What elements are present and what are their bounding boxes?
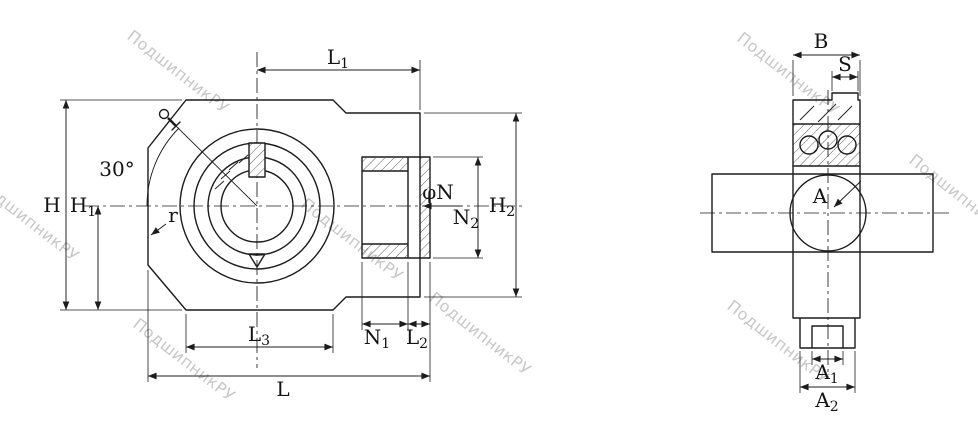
dim-label-S: S bbox=[838, 52, 852, 76]
side-view: B S A A1 A2 bbox=[700, 29, 950, 415]
dim-label-L: L bbox=[276, 377, 289, 401]
dim-label-angle: 30° bbox=[99, 157, 134, 181]
dim-label-A1: A1 bbox=[814, 360, 838, 387]
bearing-elements bbox=[789, 130, 867, 252]
section-hatching bbox=[214, 154, 249, 190]
watermark-text: ПодшипникРУ bbox=[298, 194, 407, 285]
side-view-dimensions: B S A A1 A2 bbox=[792, 29, 862, 415]
front-view-dimensions: L1 H H1 30° r φN N2 H2 bbox=[43, 45, 522, 401]
dim-label-N1: N1 bbox=[364, 325, 390, 352]
watermark-text: ПодшипникРУ bbox=[124, 26, 233, 117]
dim-label-r: r bbox=[168, 203, 178, 227]
dim-label-L2: L2 bbox=[406, 325, 428, 352]
dim-label-A: A bbox=[812, 184, 828, 208]
set-screw-tip bbox=[248, 253, 266, 268]
grease-fitting bbox=[158, 108, 258, 207]
watermark-text: ПодшипникРУ bbox=[130, 314, 239, 405]
front-view: L1 H H1 30° r φN N2 H2 bbox=[43, 45, 524, 401]
dim-label-phiN: φN bbox=[422, 180, 454, 204]
watermark-text: ПодшипникРУ bbox=[426, 288, 535, 379]
dim-label-H1: H1 bbox=[70, 193, 96, 220]
top-hatching bbox=[799, 103, 853, 123]
dim-label-L1: L1 bbox=[327, 45, 349, 72]
watermark-text: ПодшипникРУ bbox=[0, 174, 83, 265]
dim-label-N2: N2 bbox=[453, 205, 479, 232]
dim-label-H: H bbox=[43, 193, 60, 217]
dim-label-L3: L3 bbox=[248, 322, 270, 349]
dim-label-H2: H2 bbox=[489, 193, 515, 220]
angle-arc bbox=[146, 127, 180, 207]
shaft bbox=[711, 173, 934, 253]
dim-label-B: B bbox=[814, 29, 829, 53]
watermark-text: ПодшипникРУ bbox=[906, 150, 978, 241]
spherical-seat-circle bbox=[789, 174, 867, 252]
dim-label-A2: A2 bbox=[814, 388, 838, 415]
set-screw-slot bbox=[248, 142, 266, 178]
